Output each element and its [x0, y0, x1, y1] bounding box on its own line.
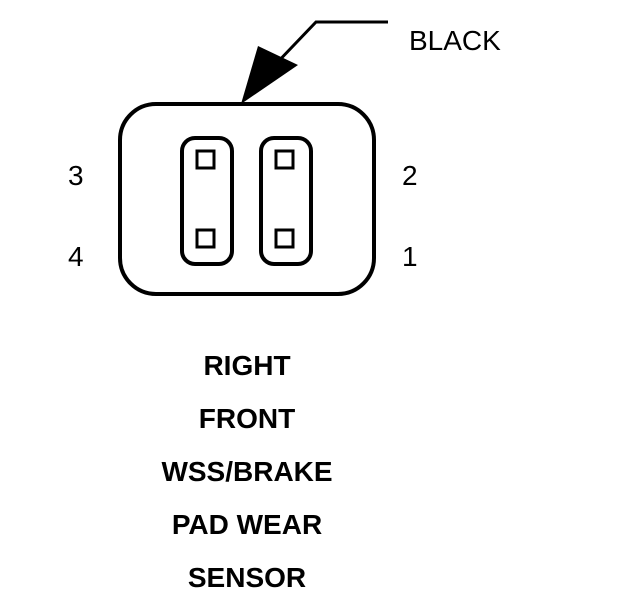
pin-2-terminal [274, 149, 295, 170]
callout-arrowhead [241, 46, 298, 104]
pin-1-terminal [274, 228, 295, 249]
title-line-5: SENSOR [188, 562, 306, 593]
pin-number-4: 4 [68, 241, 84, 272]
component-title: RIGHT FRONT WSS/BRAKE PAD WEAR SENSOR [161, 350, 332, 593]
pin-4-terminal [195, 228, 216, 249]
connector-body [118, 102, 376, 296]
title-line-3: WSS/BRAKE [161, 456, 332, 487]
terminal-cavity-right [259, 136, 313, 266]
terminal-cavity-left [180, 136, 234, 266]
callout-leader-line [270, 20, 388, 70]
wire-color-label: BLACK [409, 25, 501, 56]
connector-outline [118, 102, 376, 296]
wire-color-callout: BLACK [241, 20, 501, 104]
title-line-1: RIGHT [203, 350, 290, 381]
title-line-2: FRONT [199, 403, 295, 434]
pin-number-2: 2 [402, 160, 418, 191]
pin-number-1: 1 [402, 241, 418, 272]
pin-3-terminal [195, 149, 216, 170]
pin-number-3: 3 [68, 160, 84, 191]
title-line-4: PAD WEAR [172, 509, 322, 540]
